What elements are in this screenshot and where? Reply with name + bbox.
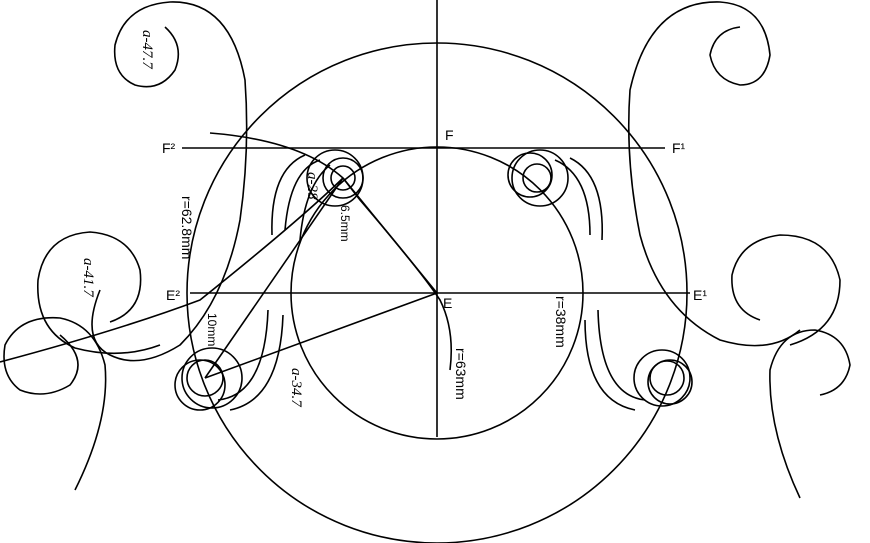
radius-to-lower-eye	[204, 292, 438, 379]
scroll-top-right	[627, 1, 801, 347]
volute-lines	[271, 154, 331, 241]
label-10mm: 10mm	[205, 313, 219, 346]
label-f2: F²	[162, 140, 176, 156]
eye-circle	[522, 163, 552, 193]
label-6-5mm: 6.5mm	[338, 205, 352, 242]
label-a-34-7: a-34.7	[288, 368, 304, 408]
label-e2: E²	[166, 287, 180, 303]
volute-lines	[217, 309, 284, 411]
eye-circle	[507, 152, 553, 198]
label-r-62-8: r=62.8mm	[179, 196, 195, 259]
label-e: E	[443, 295, 452, 311]
scroll-top-left	[91, 1, 248, 362]
eye-circle	[174, 359, 226, 411]
scroll-mid-right	[731, 234, 841, 346]
label-f1: F¹	[672, 140, 686, 156]
eye-circle	[633, 349, 691, 407]
eye-circle	[649, 360, 685, 396]
scroll-mid-left	[37, 231, 161, 355]
label-e1: E¹	[693, 287, 707, 303]
eye-circle	[181, 347, 243, 409]
scroll-low-right	[769, 329, 851, 499]
r63-arc	[342, 177, 453, 371]
label-a-28: a-28	[304, 172, 320, 200]
scroll-low-left	[3, 316, 107, 491]
eye-circle	[511, 149, 569, 207]
label-f: F	[445, 127, 454, 143]
volute-lines	[584, 309, 646, 411]
label-a-47-7: a-47.7	[139, 30, 155, 70]
eye-circle	[330, 165, 356, 191]
label-r-63: r=63mm	[453, 348, 469, 400]
upper-arc	[209, 132, 344, 179]
eye-connector	[204, 177, 344, 379]
volute-lines	[554, 157, 604, 241]
label-r-38: r=38mm	[553, 296, 569, 348]
eye-circle	[306, 149, 364, 207]
long-arc	[0, 177, 344, 363]
eye-circle	[647, 359, 693, 405]
label-a-41-7: a-41.7	[80, 258, 96, 298]
